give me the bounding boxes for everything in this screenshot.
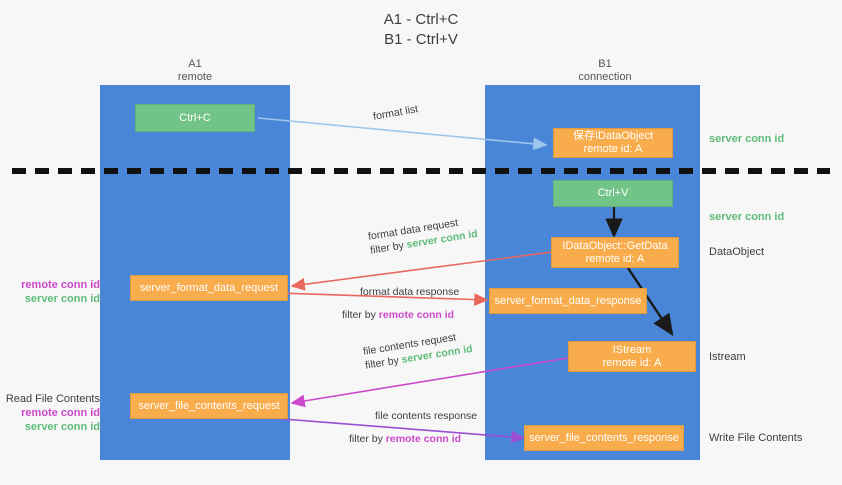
box-ctrl-v-label: Ctrl+V bbox=[597, 187, 629, 199]
right-note-dataobject: DataObject bbox=[709, 246, 765, 258]
box-istream-line1: IStream bbox=[612, 343, 652, 356]
left-note-remote-conn-id-2: remote conn id bbox=[21, 407, 100, 419]
filter-key-remote-conn-id: remote conn id bbox=[378, 309, 455, 321]
edge-label-format-list: format list bbox=[372, 103, 420, 123]
lane-b1-sub: connection bbox=[578, 71, 632, 83]
box-server-format-data-request-label: server_format_data_request bbox=[139, 281, 279, 294]
box-istream-line2: remote id: A bbox=[602, 356, 662, 369]
left-note-conn-ids-1: remote conn id server conn id bbox=[8, 278, 100, 306]
filter-prefix: filter by bbox=[349, 433, 386, 445]
lane-a1-sub: remote bbox=[177, 71, 213, 83]
lane-b1-name: B1 bbox=[598, 58, 612, 70]
box-ctrl-c[interactable]: Ctrl+C bbox=[135, 104, 255, 132]
filter-prefix: filter by bbox=[342, 309, 379, 321]
box-idataobject-top-line2: remote id: A bbox=[583, 143, 643, 155]
lane-header-b1: B1 connection bbox=[520, 58, 690, 84]
left-note-server-conn-id-1: server conn id bbox=[24, 293, 100, 305]
box-ctrl-v[interactable]: Ctrl+V bbox=[553, 180, 673, 207]
left-note-read-file-contents-label: Read File Contents bbox=[5, 393, 100, 405]
edge-label-file-contents-request: file contents request filter by server c… bbox=[362, 328, 474, 373]
edge-label-format-data-response-line1: format data response bbox=[360, 286, 460, 298]
edge-label-file-contents-response-line1: file contents response bbox=[375, 410, 478, 422]
box-server-format-data-response-label: server_format_data_response bbox=[494, 294, 642, 307]
right-note-server-conn-id-mid: server conn id bbox=[709, 211, 785, 223]
lane-header-a1: A1 remote bbox=[110, 58, 280, 84]
edge-label-file-contents-response: file contents response filter by remote … bbox=[349, 409, 478, 446]
box-server-file-contents-response[interactable]: server_file_contents_response bbox=[524, 425, 684, 451]
box-idataobject-top[interactable]: 保存IDataObject remote id: A bbox=[553, 128, 673, 158]
box-server-file-contents-request-label: server_file_contents_request bbox=[138, 399, 280, 412]
right-note-istream: Istream bbox=[709, 351, 746, 363]
lane-a1-name: A1 bbox=[188, 58, 202, 70]
box-server-file-contents-response-label: server_file_contents_response bbox=[529, 431, 679, 444]
edge-label-file-contents-response-line2: filter by remote conn id bbox=[349, 432, 477, 446]
box-ctrl-c-label: Ctrl+C bbox=[179, 111, 211, 124]
box-getdata-line1: IDataObject::GetData bbox=[562, 239, 668, 252]
box-server-file-contents-request[interactable]: server_file_contents_request bbox=[130, 393, 288, 419]
title-line-1: A1 - Ctrl+C bbox=[383, 11, 459, 28]
box-server-format-data-response[interactable]: server_format_data_response bbox=[489, 288, 647, 314]
edge-label-format-data-response: format data response filter by remote co… bbox=[342, 285, 460, 322]
right-note-server-conn-id-top: server conn id bbox=[709, 133, 785, 145]
box-istream[interactable]: IStream remote id: A bbox=[568, 341, 696, 372]
title-line-2: B1 - Ctrl+V bbox=[384, 31, 458, 48]
box-server-format-data-request[interactable]: server_format_data_request bbox=[130, 275, 288, 301]
edge-label-format-data-request: format data request filter by server con… bbox=[367, 213, 479, 258]
right-note-write-file-contents: Write File Contents bbox=[709, 432, 803, 444]
left-note-read-file-contents: Read File Contents remote conn id server… bbox=[4, 392, 100, 434]
box-getdata-line2: remote id: A bbox=[585, 252, 645, 265]
page-title: A1 - Ctrl+C B1 - Ctrl+V bbox=[0, 10, 842, 50]
box-idataobject-top-line1: 保存IDataObject bbox=[572, 130, 654, 142]
left-note-remote-conn-id-1: remote conn id bbox=[21, 279, 100, 291]
left-note-server-conn-id-2: server conn id bbox=[24, 421, 100, 433]
box-getdata[interactable]: IDataObject::GetData remote id: A bbox=[551, 237, 679, 268]
edge-label-format-data-response-line2: filter by remote conn id bbox=[342, 308, 459, 322]
filter-key-remote-conn-id: remote conn id bbox=[385, 433, 462, 445]
